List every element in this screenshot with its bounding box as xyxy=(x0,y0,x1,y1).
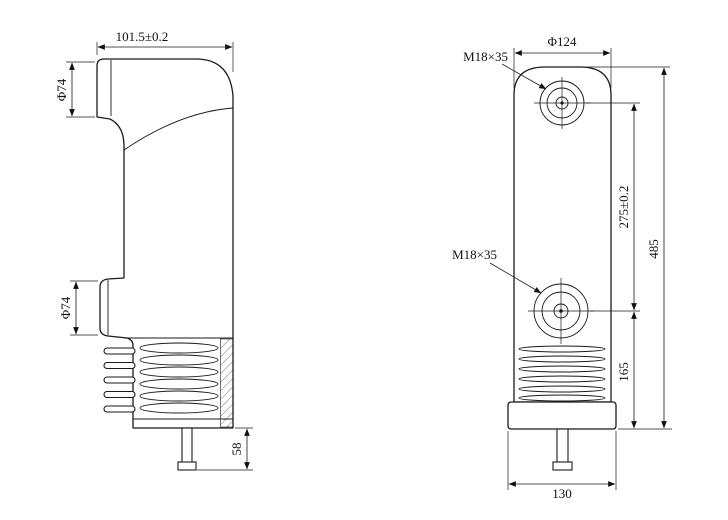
dim-center-distance-label: 275±0.2 xyxy=(616,186,631,229)
dim-base-width-label: 130 xyxy=(552,486,572,501)
stem-rod-side xyxy=(181,427,193,465)
leader-line xyxy=(489,262,542,294)
dim-upper-thread: M18×35 xyxy=(463,49,547,90)
base-block xyxy=(507,401,617,430)
dim-lower-terminal-label: Φ74 xyxy=(58,296,73,319)
bellows-ring xyxy=(139,378,219,390)
arm-underside-contour xyxy=(123,107,234,151)
dim-stem-length: 58 xyxy=(197,427,253,471)
dim-lower-section-label: 165 xyxy=(616,362,631,382)
stem-rod-front xyxy=(556,428,569,465)
dim-lower-thread: M18×35 xyxy=(452,247,542,294)
dim-lower-section: 165 xyxy=(616,311,672,430)
front-ribs xyxy=(518,345,606,402)
dim-total-height-label: 485 xyxy=(646,239,661,259)
dim-lower-terminal: Φ74 xyxy=(58,280,98,336)
dim-lower-thread-label: M18×35 xyxy=(452,247,497,262)
rib xyxy=(518,355,606,363)
leader-line xyxy=(501,63,547,90)
rib xyxy=(518,385,606,393)
dim-stem-length-label: 58 xyxy=(229,443,244,456)
dim-center-distance: 275±0.2 xyxy=(586,102,640,312)
upper-terminal xyxy=(534,77,590,129)
bellows-rings xyxy=(139,342,219,414)
dim-upper-terminal: Φ74 xyxy=(54,61,95,118)
rib xyxy=(518,394,606,402)
bellows-ring xyxy=(139,390,219,402)
rib xyxy=(518,375,606,383)
left-view: 101.5±0.2 Φ74 Φ74 58 xyxy=(54,29,253,471)
rib xyxy=(518,365,606,373)
stem-foot-front xyxy=(552,461,573,471)
fin xyxy=(103,361,136,370)
external-fins xyxy=(103,347,136,413)
lower-terminal xyxy=(528,278,594,344)
section-hatch xyxy=(220,338,234,428)
dim-top-dia: Φ124 xyxy=(513,34,612,88)
pole-body-side xyxy=(96,58,234,429)
dim-top-width: 101.5±0.2 xyxy=(96,29,234,72)
dim-upper-terminal-label: Φ74 xyxy=(54,78,69,101)
right-view: Φ124 M18×35 M18×35 275±0.2 165 4 xyxy=(452,34,672,501)
dim-top-dia-label: Φ124 xyxy=(547,34,577,49)
fin xyxy=(103,390,136,399)
bellows-ring xyxy=(139,354,219,366)
dim-top-width-label: 101.5±0.2 xyxy=(116,29,169,44)
dim-upper-thread-label: M18×35 xyxy=(463,49,508,64)
stem-foot-side xyxy=(177,461,197,471)
dim-total-height: 485 xyxy=(585,66,670,429)
fin xyxy=(103,405,136,413)
bellows-ring xyxy=(139,402,219,414)
rib xyxy=(518,345,606,353)
bellows-ring xyxy=(139,342,219,354)
bellows-ring xyxy=(139,366,219,378)
dim-base-width: 130 xyxy=(507,431,617,501)
fin xyxy=(103,347,136,355)
fin xyxy=(103,376,136,384)
